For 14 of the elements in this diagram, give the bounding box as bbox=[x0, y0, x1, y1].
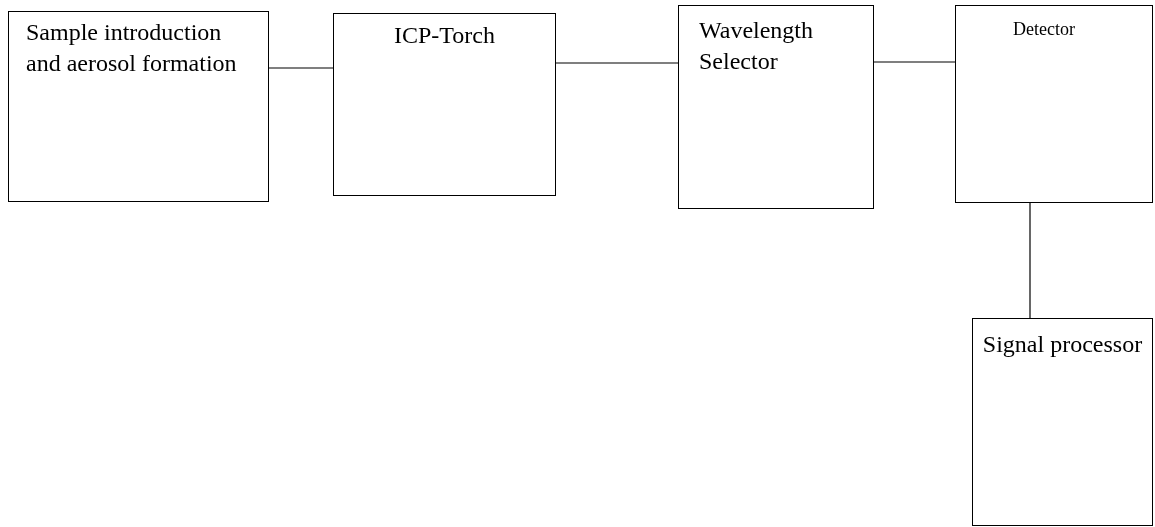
process-box bbox=[333, 13, 556, 196]
box-label: Sample introduction and aerosol formation bbox=[26, 18, 238, 79]
process-box bbox=[955, 5, 1153, 203]
connector-line bbox=[268, 67, 334, 69]
process-box bbox=[8, 11, 269, 202]
box-label: ICP-Torch bbox=[393, 21, 496, 50]
connector-line bbox=[1029, 202, 1031, 319]
process-box bbox=[678, 5, 874, 209]
connector-line bbox=[555, 62, 679, 64]
box-label: Signal processor bbox=[981, 330, 1144, 359]
connector-line bbox=[873, 61, 956, 63]
process-box bbox=[972, 318, 1153, 526]
box-label: Wavelength Selector bbox=[699, 16, 815, 77]
box-label: Detector bbox=[1013, 18, 1076, 41]
